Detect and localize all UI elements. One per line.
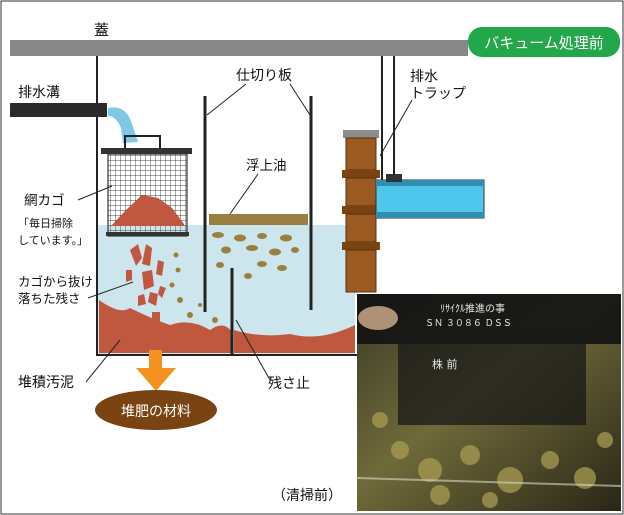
compost-arrow: [136, 350, 176, 391]
before-cleaning-caption: （清掃前）: [272, 487, 342, 504]
drain-channel-label: 排水溝: [18, 85, 60, 101]
partition-leader-2: [289, 83, 311, 116]
debris-stop-label: 残さ止: [268, 376, 310, 392]
basket-leader: [77, 185, 113, 201]
drain-trap-leader: [379, 99, 413, 157]
fallen-debris: [126, 244, 166, 324]
drain-trap-label-line2: トラップ: [410, 86, 466, 102]
sludge-label: 堆積汚泥: [18, 375, 74, 391]
status-badge-bg: [468, 27, 620, 57]
drain-trap-label-line1: 排水: [410, 69, 438, 85]
fallen-debris-leader: [87, 281, 134, 299]
sludge-leader: [85, 339, 121, 383]
partition-leader-1: [206, 83, 247, 116]
sludge-right: [234, 325, 355, 353]
photo-board-line2: ＳＮ ３０８６ ＤＳＳ: [425, 319, 512, 329]
fallen-debris-label-line1: カゴから抜け: [18, 274, 93, 289]
compost-label: 堆肥の材料: [121, 404, 191, 420]
oil-label: 浮上油: [246, 158, 287, 174]
basket-label: 網カゴ: [24, 192, 65, 209]
oil-droplets: [212, 232, 299, 279]
lid-label: 蓋: [94, 21, 109, 39]
debris-stop-leader: [235, 319, 271, 381]
sludge-left: [99, 300, 232, 353]
status-badge-label: バキューム処理前: [484, 34, 604, 52]
inflow-water: [108, 107, 138, 143]
lid-bar: [10, 40, 468, 56]
fallen-debris-label-line2: 落ちた残さ: [18, 291, 81, 306]
basket-note-line1: 「毎日掃除: [18, 216, 73, 230]
partition-label: 仕切り板: [236, 68, 292, 84]
before-cleaning-photo: ﾘｻｲｸﾙ推進の事 ＳＮ ３０８６ ＤＳＳ 株 前: [356, 294, 622, 511]
oil-leader: [229, 173, 259, 215]
drain-channel: [10, 103, 107, 117]
photo-board-line3: 株 前: [432, 357, 458, 371]
photo-board-line1: ﾘｻｲｸﾙ推進の事: [440, 302, 505, 315]
mesh-basket: [101, 135, 192, 237]
basket-note-line2: しています。」: [18, 234, 88, 247]
outlet-pipe: [375, 56, 485, 219]
floating-particles-left: [169, 252, 218, 323]
compost-ellipse: [95, 390, 217, 430]
status-badge: バキューム処理前: [468, 27, 620, 57]
drain-trap: [342, 130, 380, 293]
oil-layer: [209, 214, 308, 225]
